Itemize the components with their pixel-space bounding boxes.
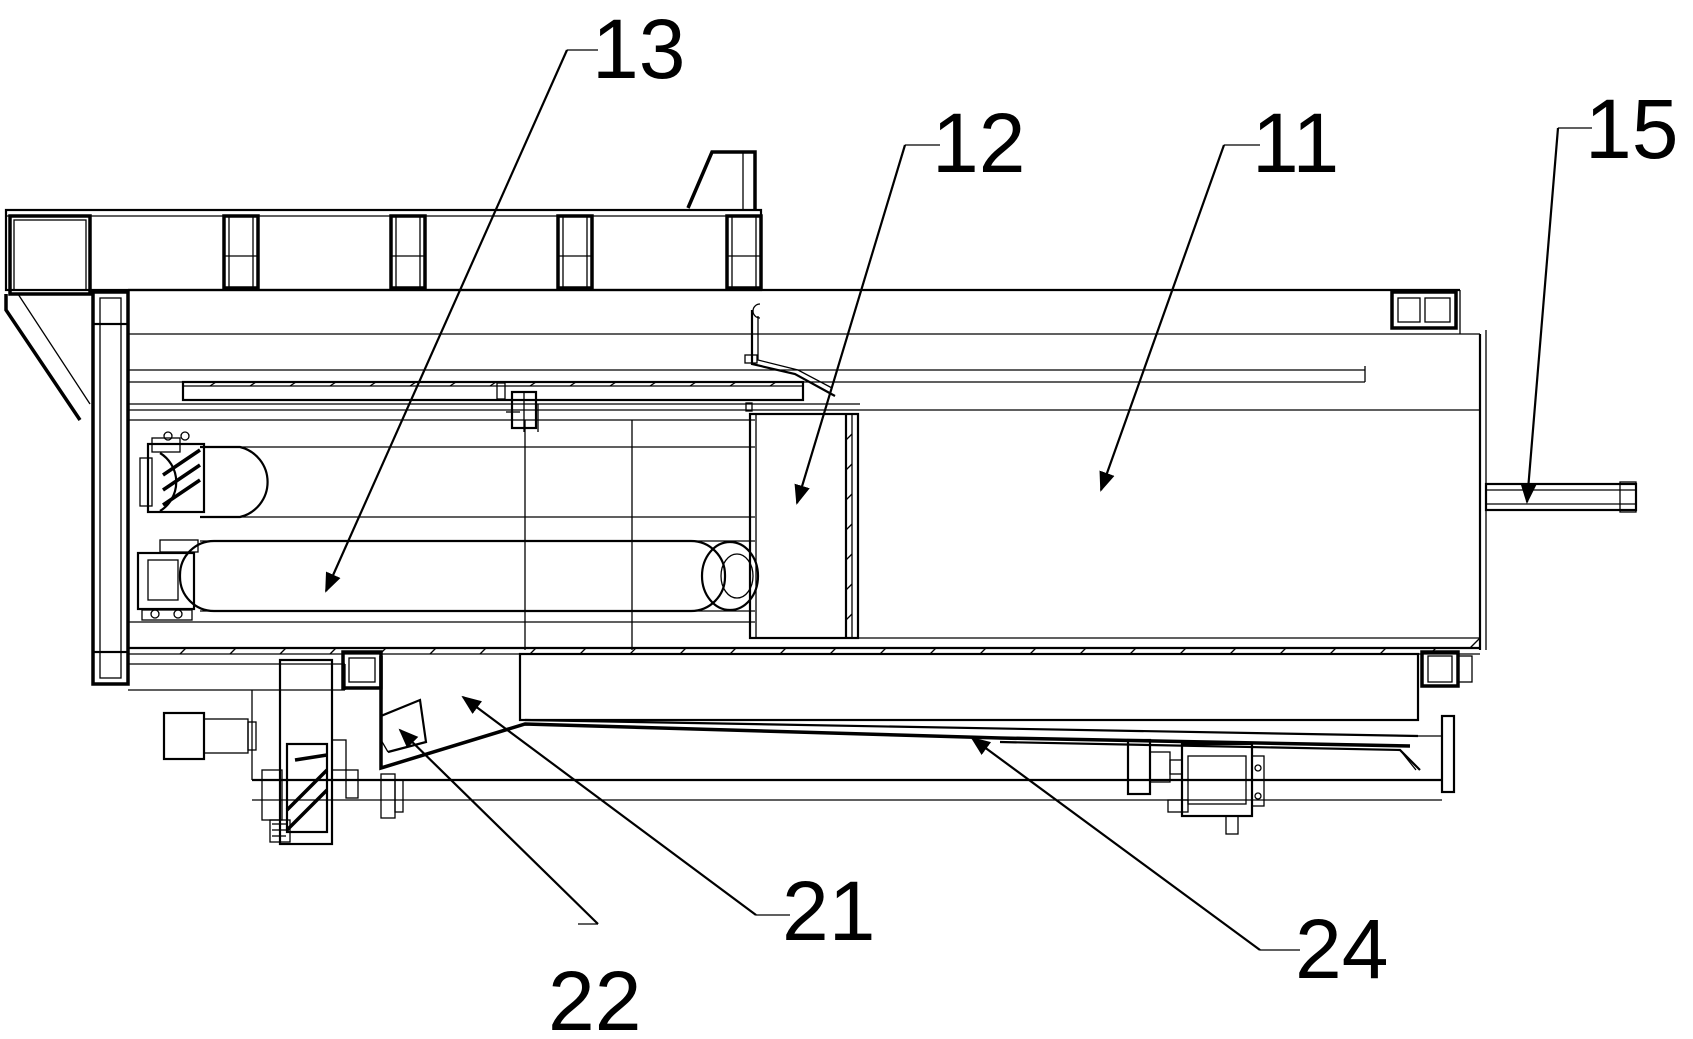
leader-lines bbox=[324, 49, 1592, 951]
leader-22 bbox=[398, 728, 599, 925]
housing bbox=[128, 288, 1487, 650]
reference-labels: 13 12 11 15 21 22 24 bbox=[548, 2, 1678, 1039]
leader-13 bbox=[324, 49, 569, 593]
lower-bearing bbox=[136, 539, 199, 621]
roller-assembly bbox=[128, 419, 760, 650]
inner-box bbox=[748, 412, 1480, 640]
leader-21 bbox=[461, 695, 757, 916]
top-frame bbox=[4, 150, 763, 421]
base-plate bbox=[128, 637, 1481, 722]
label-24: 24 bbox=[1295, 902, 1388, 996]
leader-24 bbox=[970, 736, 1261, 951]
label-21: 21 bbox=[782, 864, 875, 958]
machine-assembly bbox=[4, 150, 1638, 846]
label-12: 12 bbox=[932, 96, 1025, 190]
leader-12 bbox=[794, 144, 907, 505]
label-22: 22 bbox=[548, 954, 641, 1039]
label-13: 13 bbox=[592, 2, 685, 96]
left-post bbox=[91, 290, 130, 686]
output-shaft bbox=[1484, 481, 1638, 513]
label-15: 15 bbox=[1585, 82, 1678, 176]
label-11: 11 bbox=[1252, 96, 1339, 190]
leader-15 bbox=[1520, 127, 1560, 504]
leader-11 bbox=[1099, 144, 1226, 492]
upper-bearing bbox=[139, 431, 206, 514]
